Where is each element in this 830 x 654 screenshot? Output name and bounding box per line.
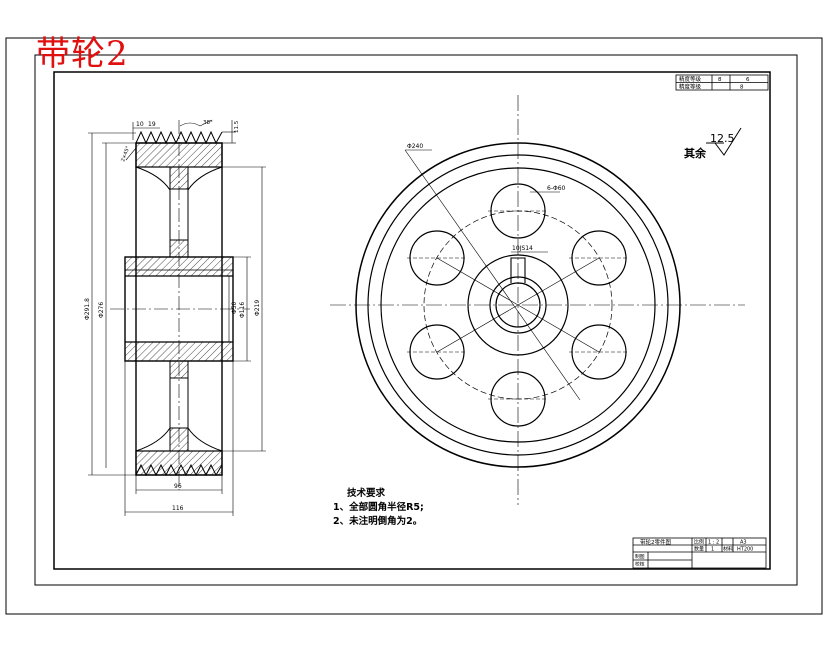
- dim-root-dia: Φ276: [98, 302, 105, 318]
- dim-hub-dia: Φ116: [239, 302, 246, 318]
- tb-material-label: 材料: [723, 546, 733, 553]
- sheet-title: 带轮2: [36, 34, 129, 74]
- tb-part-name: 带轮2零件图: [640, 538, 671, 546]
- tech-requirement-item: 1、全部圆角半径R5;: [333, 502, 424, 513]
- rev-row1-label: 精度等级: [679, 75, 702, 83]
- section-dimensions: [88, 119, 266, 516]
- tb-ratio-label: 比例: [694, 539, 704, 546]
- dim-pitch-b: 19: [148, 121, 156, 128]
- rev-row1-value: 6: [746, 77, 750, 83]
- tb-row-checker: 校核: [635, 561, 645, 568]
- rev-row1-code: 8: [718, 77, 722, 83]
- tb-qty-label: 数量: [694, 546, 704, 553]
- dim-hole-circle: Φ240: [407, 143, 423, 150]
- drawing-frame: [53, 71, 771, 570]
- dim-outer-dia: Φ291.8: [84, 298, 91, 320]
- technical-requirements: 技术要求 1、全部圆角半径R5; 2、未注明倒角为2。: [333, 487, 424, 529]
- roughness-label: 其余: [684, 146, 707, 160]
- dim-groove-depth: 11.5: [234, 120, 240, 133]
- tb-drawing-no: A3: [740, 540, 747, 546]
- front-view: [330, 95, 745, 505]
- outer-border: [5, 37, 823, 615]
- section-view: [110, 120, 250, 490]
- tb-qty-value: 1: [711, 547, 714, 553]
- rev-row2-value: 8: [740, 85, 744, 91]
- tb-material-value: HT200: [737, 547, 753, 553]
- dim-groove-angle: 38°: [203, 120, 213, 126]
- dim-total-width: 116: [172, 505, 184, 512]
- tb-ratio-value: 1 : 2: [708, 540, 719, 546]
- dim-pitch-a: 10: [136, 121, 144, 128]
- dim-chamfer: 2×45°: [120, 145, 131, 163]
- dim-web-dia: Φ219: [254, 300, 261, 316]
- rev-row2-label: 精度等级: [679, 83, 702, 91]
- tech-requirements-heading: 技术要求: [347, 488, 386, 499]
- revision-table: [675, 74, 769, 91]
- tb-row-drafter: 制图: [635, 553, 645, 560]
- dim-holes: 6-Φ60: [547, 185, 566, 192]
- dim-keyway: 10JS14: [512, 245, 533, 252]
- tech-requirement-item: 2、未注明倒角为2。: [333, 516, 423, 527]
- dim-bore-dia: Φ50: [231, 301, 238, 314]
- dim-groove-width: 96: [174, 483, 182, 490]
- roughness-symbol: [706, 127, 742, 156]
- title-block: [632, 537, 767, 569]
- inner-frame: [34, 54, 798, 586]
- roughness-value: 12.5: [710, 132, 735, 145]
